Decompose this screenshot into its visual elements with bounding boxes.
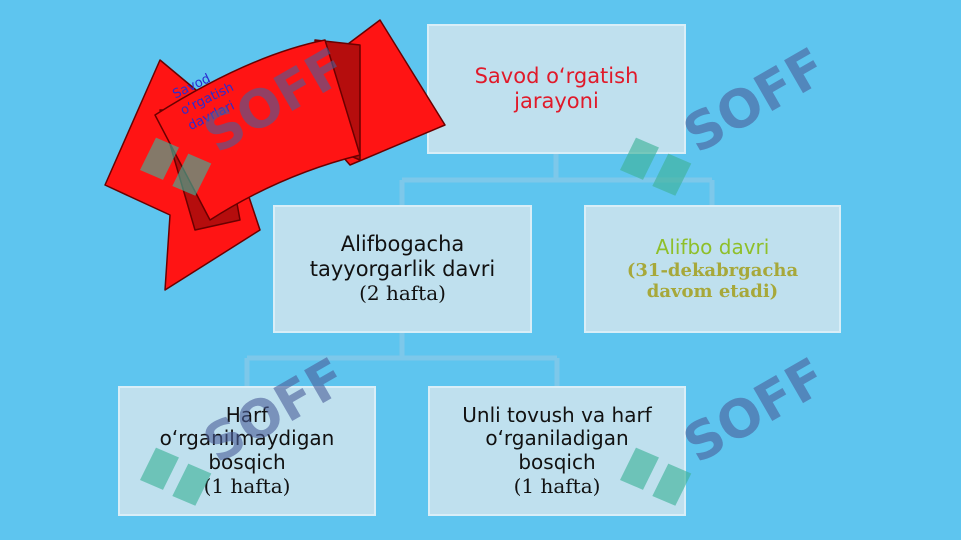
node-right-title: Alifbo davri — [655, 234, 770, 259]
node-root-line-1: Savod o‘rgatish — [474, 64, 639, 89]
node-left-line-1: Alifbogacha — [340, 232, 465, 257]
node-unli-tovush-bosqich: Unli tovush va harf o‘rganiladigan bosqi… — [428, 386, 686, 516]
node-br-line-1: Unli tovush va harf — [462, 402, 652, 427]
node-br-line-3: bosqich — [518, 450, 596, 474]
node-root-line-2: jarayoni — [514, 89, 599, 113]
node-bl-line-2: o‘rganilmaydigan — [159, 426, 335, 451]
node-bl-duration: (1 hafta) — [203, 473, 291, 498]
node-harf-organilmaydigan-bosqich: Harf o‘rganilmaydigan bosqich (1 hafta) — [118, 386, 376, 516]
node-left-duration: (2 hafta) — [359, 280, 446, 305]
node-right-sub-line-2: davom etadi) — [646, 280, 779, 302]
node-br-line-2: o‘rganiladigan — [485, 426, 629, 451]
node-left-line-2: tayyorgarlik davri — [309, 257, 496, 282]
node-bl-line-1: Harf — [225, 402, 269, 427]
node-alifbogacha-davri: Alifbogacha tayyorgarlik davri (2 hafta) — [273, 205, 532, 333]
node-alifbo-davri: Alifbo davri (31-dekabrgacha davom etadi… — [584, 205, 841, 333]
node-bl-line-3: bosqich — [208, 450, 286, 474]
node-right-sub-line-1: (31-dekabrgacha — [626, 259, 799, 281]
node-savod-orgatish-jarayoni: Savod o‘rgatish jarayoni — [427, 24, 686, 154]
node-br-duration: (1 hafta) — [513, 473, 601, 498]
